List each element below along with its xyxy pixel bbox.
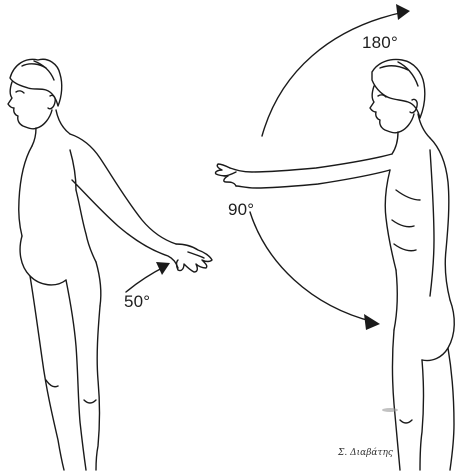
extension-angle-label: 50° — [124, 292, 150, 312]
extension-arrowhead — [156, 262, 170, 275]
artist-signature: Σ. Διαβάτης — [338, 448, 393, 458]
lower-arrowhead — [364, 314, 380, 330]
horizontal-angle-label: 90° — [228, 200, 254, 220]
left-figure-extension — [8, 59, 212, 470]
flexion-arrowhead — [396, 4, 410, 20]
right-figure-flexion — [215, 60, 454, 471]
flexion-angle-label: 180° — [362, 33, 398, 53]
lower-arc-arrow — [250, 212, 374, 322]
flexion-arc-arrow — [262, 12, 404, 136]
